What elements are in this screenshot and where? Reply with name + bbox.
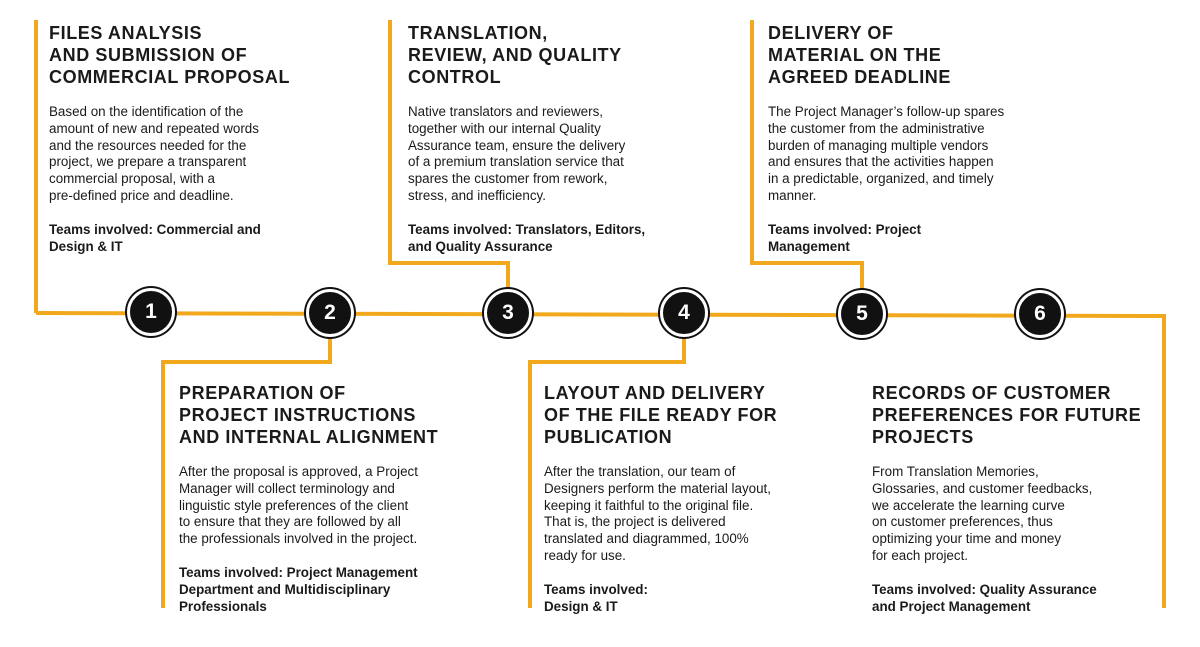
step-4: LAYOUT AND DELIVERY OF THE FILE READY FO… <box>544 382 844 615</box>
step-5-body: The Project Manager’s follow-up spares t… <box>768 104 1005 203</box>
step-3-body: Native translators and reviewers, togeth… <box>408 104 626 203</box>
connector-step-2 <box>161 335 332 608</box>
step-4-body: After the translation, our team of Desig… <box>544 464 771 563</box>
connector-step-4 <box>528 336 686 608</box>
step-4-title: LAYOUT AND DELIVERY OF THE FILE READY FO… <box>544 383 778 447</box>
step-2-body: After the proposal is approved, a Projec… <box>179 464 418 547</box>
timeline-main-line <box>35 311 1166 608</box>
step-node-6: 6 <box>1016 290 1064 338</box>
step-3-title: TRANSLATION, REVIEW, AND QUALITY CONTROL <box>408 23 622 87</box>
step-6-title: RECORDS OF CUSTOMER PREFERENCES FOR FUTU… <box>872 383 1142 447</box>
step-3: TRANSLATION, REVIEW, AND QUALITY CONTROL… <box>408 22 708 255</box>
step-node-5: 5 <box>838 290 886 338</box>
step-1-teams: Teams involved: Commercial and Design & … <box>49 221 261 254</box>
step-node-3: 3 <box>484 289 532 337</box>
step-1: FILES ANALYSIS AND SUBMISSION OF COMMERC… <box>49 22 349 255</box>
step-2-teams: Teams involved: Project Management Depar… <box>179 564 418 614</box>
step-6-teams: Teams involved: Quality Assurance and Pr… <box>872 581 1097 614</box>
step-5-teams: Teams involved: Project Management <box>768 221 922 254</box>
step-1-body: Based on the identification of the amoun… <box>49 104 259 203</box>
connector-step-5 <box>750 20 864 292</box>
step-6: RECORDS OF CUSTOMER PREFERENCES FOR FUTU… <box>872 382 1157 615</box>
step-node-1: 1 <box>127 288 175 336</box>
step-2: PREPARATION OF PROJECT INSTRUCTIONS AND … <box>179 382 499 615</box>
step-2-title: PREPARATION OF PROJECT INSTRUCTIONS AND … <box>179 383 439 447</box>
step-node-4: 4 <box>660 289 708 337</box>
step-6-body: From Translation Memories, Glossaries, a… <box>872 464 1093 563</box>
step-node-2: 2 <box>306 289 354 337</box>
step-5-title: DELIVERY OF MATERIAL ON THE AGREED DEADL… <box>768 23 952 87</box>
step-4-teams: Teams involved: Design & IT <box>544 581 648 614</box>
step-5: DELIVERY OF MATERIAL ON THE AGREED DEADL… <box>768 22 1068 255</box>
step-3-teams: Teams involved: Translators, Editors, an… <box>408 221 646 254</box>
connector-step-3 <box>388 20 510 292</box>
step-1-title: FILES ANALYSIS AND SUBMISSION OF COMMERC… <box>49 23 291 87</box>
